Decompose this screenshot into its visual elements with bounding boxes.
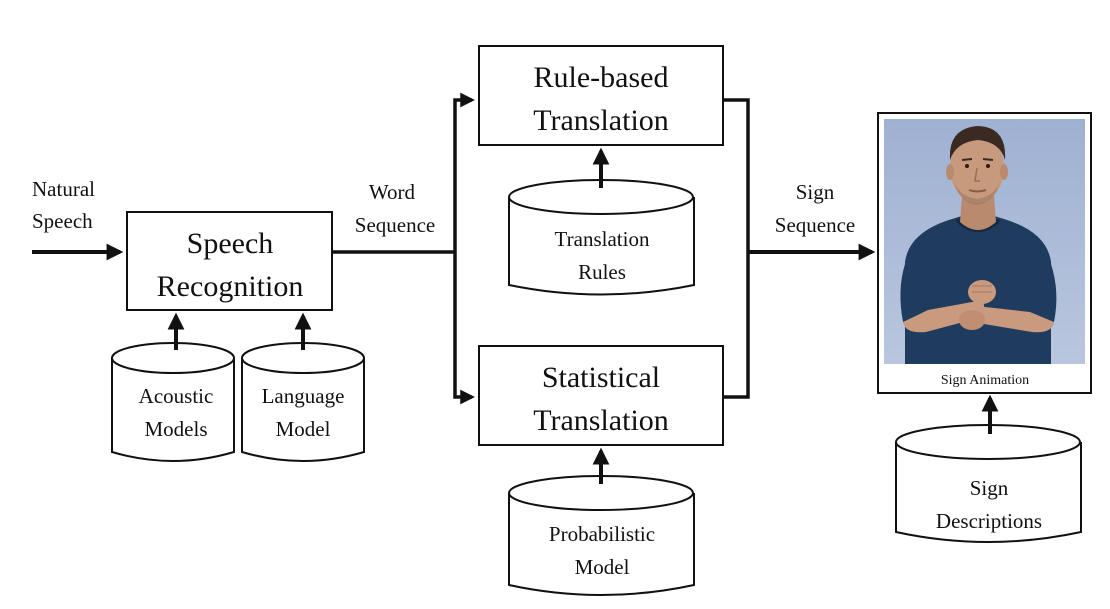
svg-text:Language: Language (262, 384, 345, 408)
speech-recognition-box: Speech Recognition (126, 211, 333, 311)
svg-text:Descriptions: Descriptions (936, 509, 1042, 533)
svg-text:Sign: Sign (796, 180, 835, 204)
svg-text:Probabilistic: Probabilistic (549, 522, 655, 546)
svg-text:Acoustic: Acoustic (139, 384, 214, 408)
branch-to-rule-based (453, 92, 475, 252)
avatar-figure (900, 126, 1057, 364)
svg-text:Sequence: Sequence (775, 213, 855, 237)
svg-text:Speech: Speech (187, 227, 274, 260)
sign-sequence-label: Sign Sequence (775, 180, 855, 237)
sign-animation-caption: Sign Animation (941, 373, 1029, 388)
sign-descriptions-database: Sign Descriptions (895, 424, 1082, 543)
svg-text:Translation: Translation (533, 404, 669, 437)
svg-text:Models: Models (145, 417, 208, 441)
merge-from-rule-based (723, 98, 750, 399)
acoustic-models-database: Acoustic Models (111, 342, 235, 462)
svg-text:Rules: Rules (578, 260, 626, 284)
svg-text:Translation: Translation (533, 104, 669, 137)
svg-text:Model: Model (575, 555, 630, 579)
svg-text:Recognition: Recognition (157, 270, 304, 303)
svg-text:Translation: Translation (555, 227, 650, 251)
statistical-translation-box: Statistical Translation (478, 345, 724, 446)
sign-animation-panel: Sign Animation (877, 112, 1092, 394)
rule-based-translation-box: Rule-based Translation (478, 45, 724, 146)
svg-text:Rule-based: Rule-based (534, 61, 669, 94)
language-model-database: Language Model (241, 342, 365, 462)
natural-speech-label: Natural Speech (32, 177, 95, 233)
svg-text:Sign: Sign (970, 476, 1009, 500)
word-sequence-label: Word Sequence (355, 180, 435, 237)
probabilistic-model-database: Probabilistic Model (508, 475, 695, 596)
translation-rules-database: Translation Rules (508, 179, 695, 296)
svg-text:Word: Word (369, 180, 416, 204)
svg-text:Natural: Natural (32, 177, 95, 201)
svg-text:Sequence: Sequence (355, 213, 435, 237)
svg-text:Statistical: Statistical (542, 361, 660, 394)
branch-to-statistical (453, 252, 475, 405)
svg-text:Speech: Speech (32, 209, 93, 233)
svg-text:Model: Model (276, 417, 331, 441)
